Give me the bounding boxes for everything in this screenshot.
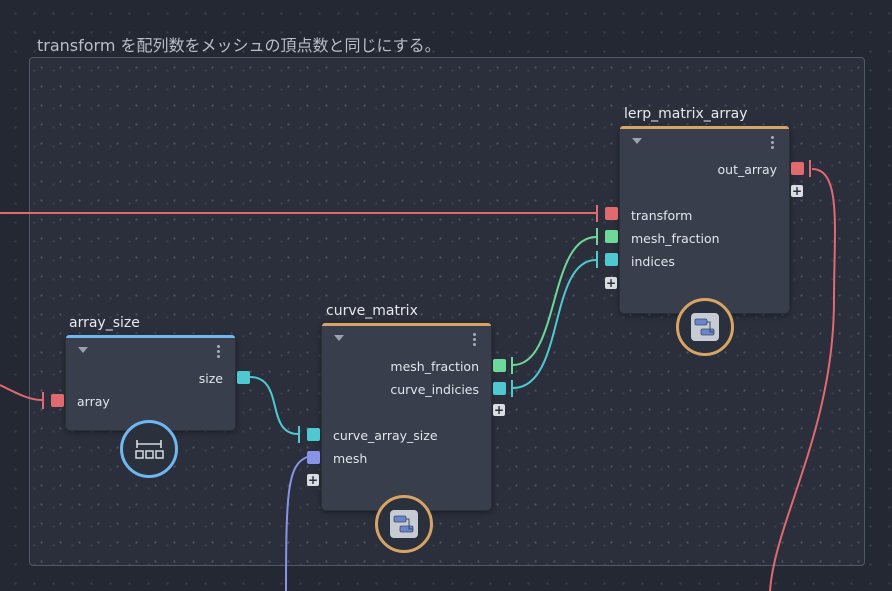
collapse-arrow-icon[interactable] <box>632 138 642 144</box>
port-mesh-in[interactable] <box>307 451 320 464</box>
port-mesh-fraction-in[interactable] <box>605 230 618 243</box>
port-label-mesh-fraction: mesh_fraction <box>390 359 479 374</box>
port-mesh-fraction-out[interactable] <box>493 359 506 372</box>
port-label-mesh-fraction-in: mesh_fraction <box>631 231 720 246</box>
port-curve-array-size-in[interactable] <box>307 428 320 441</box>
port-connector-bar <box>511 380 513 397</box>
compound-icon <box>676 298 734 356</box>
node-curve-matrix[interactable]: mesh_fraction curve_indicies curve_array… <box>322 323 491 510</box>
port-transform-in[interactable] <box>605 207 618 220</box>
port-label-mesh: mesh <box>333 451 368 466</box>
port-connector-bar <box>596 205 598 222</box>
port-label-indices: indices <box>631 254 675 269</box>
port-connector-bar <box>596 251 598 268</box>
port-connector-bar <box>298 426 300 443</box>
node-menu-icon[interactable] <box>217 345 220 360</box>
port-indices-in[interactable] <box>605 253 618 266</box>
add-output-port-button[interactable]: + <box>791 184 803 198</box>
node-accent-bar <box>620 126 789 129</box>
node-menu-icon[interactable] <box>771 136 774 151</box>
port-array-in[interactable] <box>51 394 64 407</box>
add-input-port-button[interactable]: + <box>605 276 617 290</box>
group-title: transform を配列数をメッシュの頂点数と同じにする。 <box>37 36 441 55</box>
node-menu-icon[interactable] <box>473 333 476 348</box>
collapse-arrow-icon[interactable] <box>78 347 88 353</box>
port-connector-bar <box>596 228 598 245</box>
node-title-array-size: array_size <box>69 315 140 331</box>
node-accent-bar <box>322 323 491 326</box>
node-accent-bar <box>66 335 235 338</box>
compound-icon <box>375 495 433 553</box>
port-connector-bar <box>42 392 44 409</box>
port-label-array: array <box>77 394 110 409</box>
port-label-transform: transform <box>631 208 693 223</box>
port-connector-bar <box>809 160 811 177</box>
port-out-array-out[interactable] <box>791 162 804 175</box>
port-label-curve-indicies: curve_indicies <box>390 382 479 397</box>
port-label-out-array: out_array <box>717 162 778 177</box>
node-title-lerp-matrix-array: lerp_matrix_array <box>624 106 748 122</box>
port-connector-bar <box>511 357 513 374</box>
node-array-size[interactable]: size array <box>66 335 235 430</box>
add-output-port-button[interactable]: + <box>493 403 505 417</box>
port-curve-indicies-out[interactable] <box>493 382 506 395</box>
collapse-arrow-icon[interactable] <box>334 335 344 341</box>
array-size-icon <box>120 420 178 478</box>
add-input-port-button[interactable]: + <box>307 473 319 487</box>
node-lerp-matrix-array[interactable]: out_array transform mesh_fraction indice… <box>620 126 789 313</box>
node-title-curve-matrix: curve_matrix <box>326 303 418 319</box>
port-label-curve-array-size: curve_array_size <box>333 428 438 443</box>
port-label-size: size <box>198 371 223 386</box>
port-size-out[interactable] <box>237 371 250 384</box>
